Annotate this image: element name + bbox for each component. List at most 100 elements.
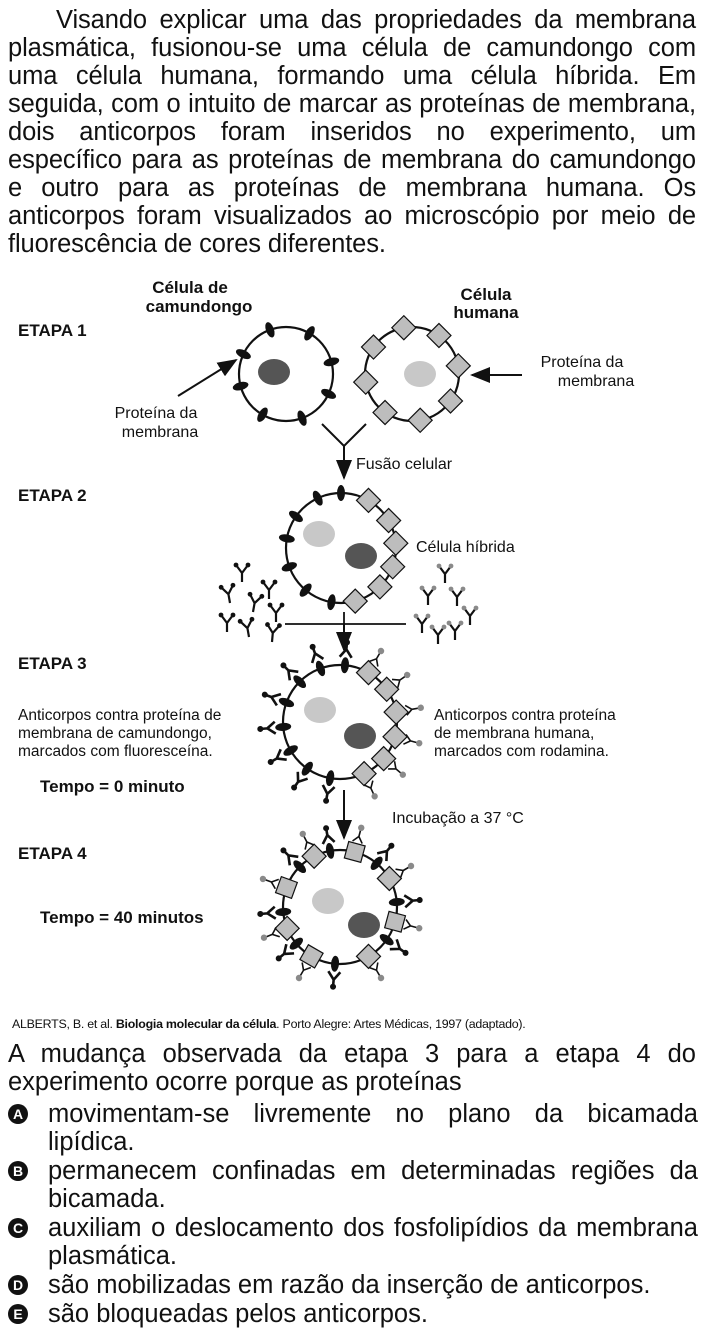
- rhodamine-antibody-stem: [421, 587, 435, 605]
- step1-label: ETAPA 1: [18, 321, 87, 340]
- mouse-membrane-protein: [340, 657, 350, 674]
- human-membrane-protein: [301, 843, 327, 870]
- human-membrane-protein: [426, 322, 452, 349]
- rhodamine-antibody-tip: [461, 605, 467, 611]
- rhodamine-antibody-stem: [415, 615, 429, 633]
- stage1-cells: [232, 314, 472, 434]
- mouse-cell-label: camundongo: [146, 297, 253, 316]
- rhodamine-antibody-tip: [260, 934, 268, 941]
- rhodamine-antibody-stem: [463, 607, 477, 625]
- rhodamine-antibody-tip: [416, 925, 423, 932]
- fluorescein-antibody-arms: [310, 647, 325, 664]
- rhodamine-antibody-tip: [460, 586, 466, 592]
- fluorescein-antibody-tip: [388, 842, 395, 849]
- fluorescein-antibody: [275, 943, 295, 962]
- cell-nucleus: [303, 521, 335, 547]
- fluorescein-antibody-tip: [275, 955, 282, 962]
- fluorescein-antibody: [321, 784, 336, 804]
- rhodamine-antibody-tip: [473, 605, 479, 611]
- rhodamine-antibody: [363, 780, 378, 800]
- fluorescein-antibody-tip: [265, 622, 270, 627]
- antibody-left-label: marcados com fluoresceína.: [18, 743, 213, 760]
- question-text: A mudança observada da etapa 3 para a et…: [8, 1040, 696, 1096]
- fluorescein-antibody-tip: [279, 602, 285, 608]
- mouse-membrane-protein: [323, 357, 340, 367]
- rhodamine-antibody-tip: [431, 585, 437, 591]
- mouse-membrane-protein: [388, 897, 405, 907]
- option-e-badge: E: [8, 1304, 28, 1324]
- fluorescein-antibody-tip: [323, 797, 330, 804]
- fluorescein-antibody: [403, 894, 423, 909]
- human-membrane-protein: [355, 943, 382, 970]
- human-membrane-protein: [383, 910, 407, 933]
- human-membrane-protein: [355, 487, 382, 514]
- rhodamine-antibody-tip: [407, 862, 415, 870]
- mouse-membrane-protein: [289, 510, 303, 523]
- mouse-cell-label: Célula de: [152, 278, 228, 297]
- fluorescein-antibody-tip: [249, 616, 255, 622]
- rhodamine-antibody-tip: [417, 704, 424, 711]
- human-membrane-protein: [382, 530, 409, 557]
- antibody-left-label: membrana de camundongo,: [18, 725, 212, 742]
- rhodamine-antibody-tip: [448, 563, 454, 569]
- fluorescein-antibody-stem: [262, 581, 276, 599]
- fluorescein-antibody: [267, 602, 285, 622]
- mouse-membrane-protein: [321, 388, 337, 399]
- mouse-membrane-protein: [265, 322, 275, 338]
- rhodamine-antibody: [419, 585, 437, 605]
- mouse-membrane-protein: [304, 326, 315, 341]
- human-membrane-protein: [351, 760, 377, 787]
- fluorescein-antibody: [309, 643, 325, 664]
- time-zero-label: Tempo = 0 minuto: [40, 777, 185, 796]
- mouse-membrane-protein: [325, 770, 335, 787]
- protein-right-label: membrana: [558, 373, 635, 390]
- rhodamine-antibody: [391, 671, 411, 688]
- stage2-hybrid-cell: [278, 485, 409, 614]
- rhodamine-antibody: [461, 605, 479, 625]
- fluorescein-antibody-tip: [233, 562, 239, 568]
- human-membrane-protein: [445, 352, 472, 379]
- rhodamine-antibody-tip: [413, 613, 419, 619]
- fluorescein-antibody-tip: [291, 784, 298, 791]
- human-membrane-protein: [383, 699, 410, 725]
- human-cell-label: humana: [453, 303, 519, 322]
- rhodamine-antibody: [259, 875, 280, 890]
- rhodamine-antibody: [403, 734, 423, 747]
- cell-nucleus: [344, 723, 376, 749]
- fluorescein-antibody: [233, 562, 251, 582]
- rhodamine-antibody-tip: [299, 830, 306, 838]
- rhodamine-antibody: [368, 647, 385, 667]
- rhodamine-antibody: [404, 704, 424, 716]
- fluorescein-antibody-tip: [402, 949, 409, 956]
- fluorescein-antibody-tip: [267, 602, 273, 608]
- rhodamine-antibody: [388, 761, 407, 778]
- human-membrane-protein: [376, 865, 403, 892]
- fluorescein-antibody-stem: [235, 564, 249, 582]
- fluorescein-antibody-tip: [245, 562, 251, 568]
- rhodamine-antibody: [299, 830, 315, 850]
- rhodamine-antibody-tip: [259, 875, 267, 883]
- option-b-text: permanecem confinadas em determinadas re…: [48, 1157, 698, 1213]
- antibody-right-label: Anticorpos contra proteína: [434, 707, 616, 724]
- antibody-right-label: marcados com rodamina.: [434, 743, 609, 760]
- protein-left-label: Proteína da: [115, 405, 198, 422]
- rhodamine-antibody: [352, 824, 365, 844]
- fluorescein-antibody-stem: [269, 604, 283, 622]
- rhodamine-antibody-tip: [403, 671, 411, 679]
- rhodamine-antibody: [368, 962, 385, 982]
- rhodamine-antibody: [413, 613, 431, 633]
- cell-nucleus: [404, 361, 436, 387]
- fluorescein-antibody-tip: [218, 612, 224, 618]
- rhodamine-antibody: [295, 962, 312, 982]
- mouse-membrane-protein: [330, 955, 340, 972]
- option-c-badge: C: [8, 1218, 28, 1238]
- fluorescein-antibody-tip: [230, 612, 236, 618]
- antibody-convergence-lines: [285, 612, 406, 625]
- step3-label: ETAPA 3: [18, 654, 87, 673]
